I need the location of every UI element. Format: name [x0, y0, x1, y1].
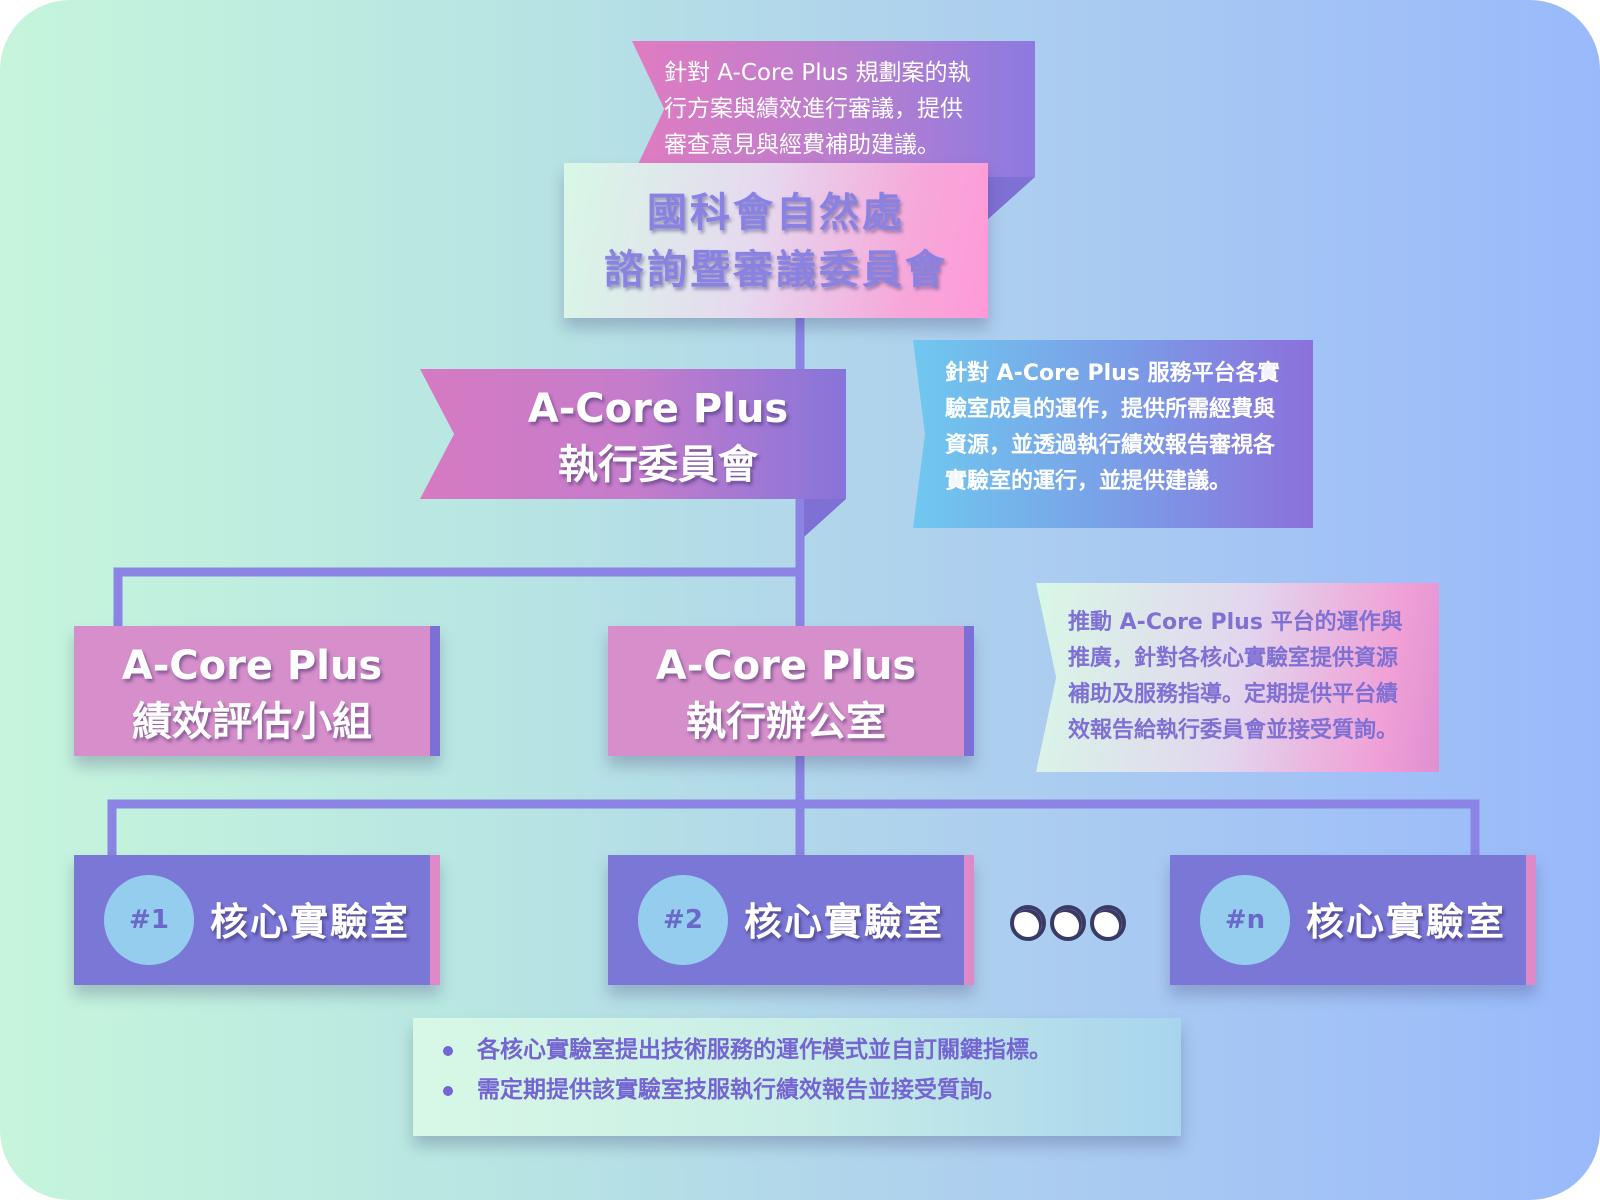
ellipsis-dot-icon	[1010, 905, 1046, 941]
eval-group-box: A-Core Plus 績效評估小組	[74, 626, 440, 756]
office-description-line: 推動 A-Core Plus 平台的運作與	[1068, 610, 1403, 635]
office-description-line: 推廣，針對各核心實驗室提供資源	[1068, 646, 1399, 671]
eval-group-line-2: 績效評估小組	[132, 699, 372, 745]
exec-description-line: 資源，並透過執行績效報告審視各	[945, 433, 1276, 458]
exec-office-box: A-Core Plus 執行辦公室	[608, 626, 974, 756]
exec-description-line: 實驗室的運行，並提供建議。	[945, 469, 1232, 494]
council-title-line-1: 國科會自然處	[647, 190, 905, 236]
exec-committee-box: A-Core Plus 執行委員會	[420, 369, 846, 499]
lab-name: 核心實驗室	[1306, 900, 1507, 944]
exec-office-line-1: A-Core Plus	[655, 643, 917, 689]
core-lab-1: #1 核心實驗室	[74, 855, 440, 985]
exec-office-description: 推動 A-Core Plus 平台的運作與 推廣，針對各核心實驗室提供資源 補助…	[1036, 583, 1439, 772]
requirement-item: 需定期提供該實驗室技服執行績效報告並接受質詢。	[441, 1070, 1181, 1110]
core-lab-n: #n 核心實驗室	[1170, 855, 1536, 985]
council-description-line: 審查意見與經費補助建議。	[664, 132, 940, 158]
office-description-line: 補助及服務指導。定期提供平台績	[1068, 682, 1399, 707]
council-description: 針對 A-Core Plus 規劃案的執 行方案與績效進行審議，提供 審查意見與…	[632, 41, 1035, 177]
lab-requirements-note: 各核心實驗室提出技術服務的運作模式並自訂關鍵指標。 需定期提供該實驗室技服執行績…	[413, 1018, 1181, 1136]
lab-number-badge: #2	[638, 875, 728, 965]
lab-name: 核心實驗室	[744, 900, 945, 944]
ellipsis-dot-icon	[1050, 905, 1086, 941]
office-description-line: 效報告給執行委員會並接受質詢。	[1068, 718, 1399, 743]
exec-description-line: 針對 A-Core Plus 服務平台各實	[945, 361, 1280, 386]
connector-labs-bar	[107, 799, 1480, 855]
ellipsis-dots	[1010, 905, 1126, 941]
ellipsis-dot-icon	[1090, 905, 1126, 941]
core-lab-2: #2 核心實驗室	[608, 855, 974, 985]
lab-number-badge: #1	[104, 875, 194, 965]
council-box: 國科會自然處 諮詢暨審議委員會	[564, 163, 988, 318]
connector-eval-branch	[113, 567, 800, 626]
lab-name: 核心實驗室	[210, 900, 411, 944]
exec-committee-line-1: A-Core Plus	[527, 386, 789, 432]
exec-committee-line-2: 執行委員會	[558, 442, 758, 488]
exec-committee-description: 針對 A-Core Plus 服務平台各實 驗室成員的運作，提供所需經費與 資源…	[913, 340, 1313, 528]
requirements-list: 各核心實驗室提出技術服務的運作模式並自訂關鍵指標。 需定期提供該實驗室技服執行績…	[441, 1030, 1181, 1110]
exec-description-line: 驗室成員的運作，提供所需經費與	[945, 397, 1276, 422]
exec-office-line-2: 執行辦公室	[686, 699, 886, 745]
council-description-line: 行方案與績效進行審議，提供	[664, 96, 963, 122]
council-title-line-2: 諮詢暨審議委員會	[604, 247, 948, 293]
requirement-item: 各核心實驗室提出技術服務的運作模式並自訂關鍵指標。	[441, 1030, 1181, 1070]
lab-number-badge: #n	[1200, 875, 1290, 965]
council-description-line: 針對 A-Core Plus 規劃案的執	[664, 60, 971, 86]
eval-group-line-1: A-Core Plus	[121, 643, 383, 689]
